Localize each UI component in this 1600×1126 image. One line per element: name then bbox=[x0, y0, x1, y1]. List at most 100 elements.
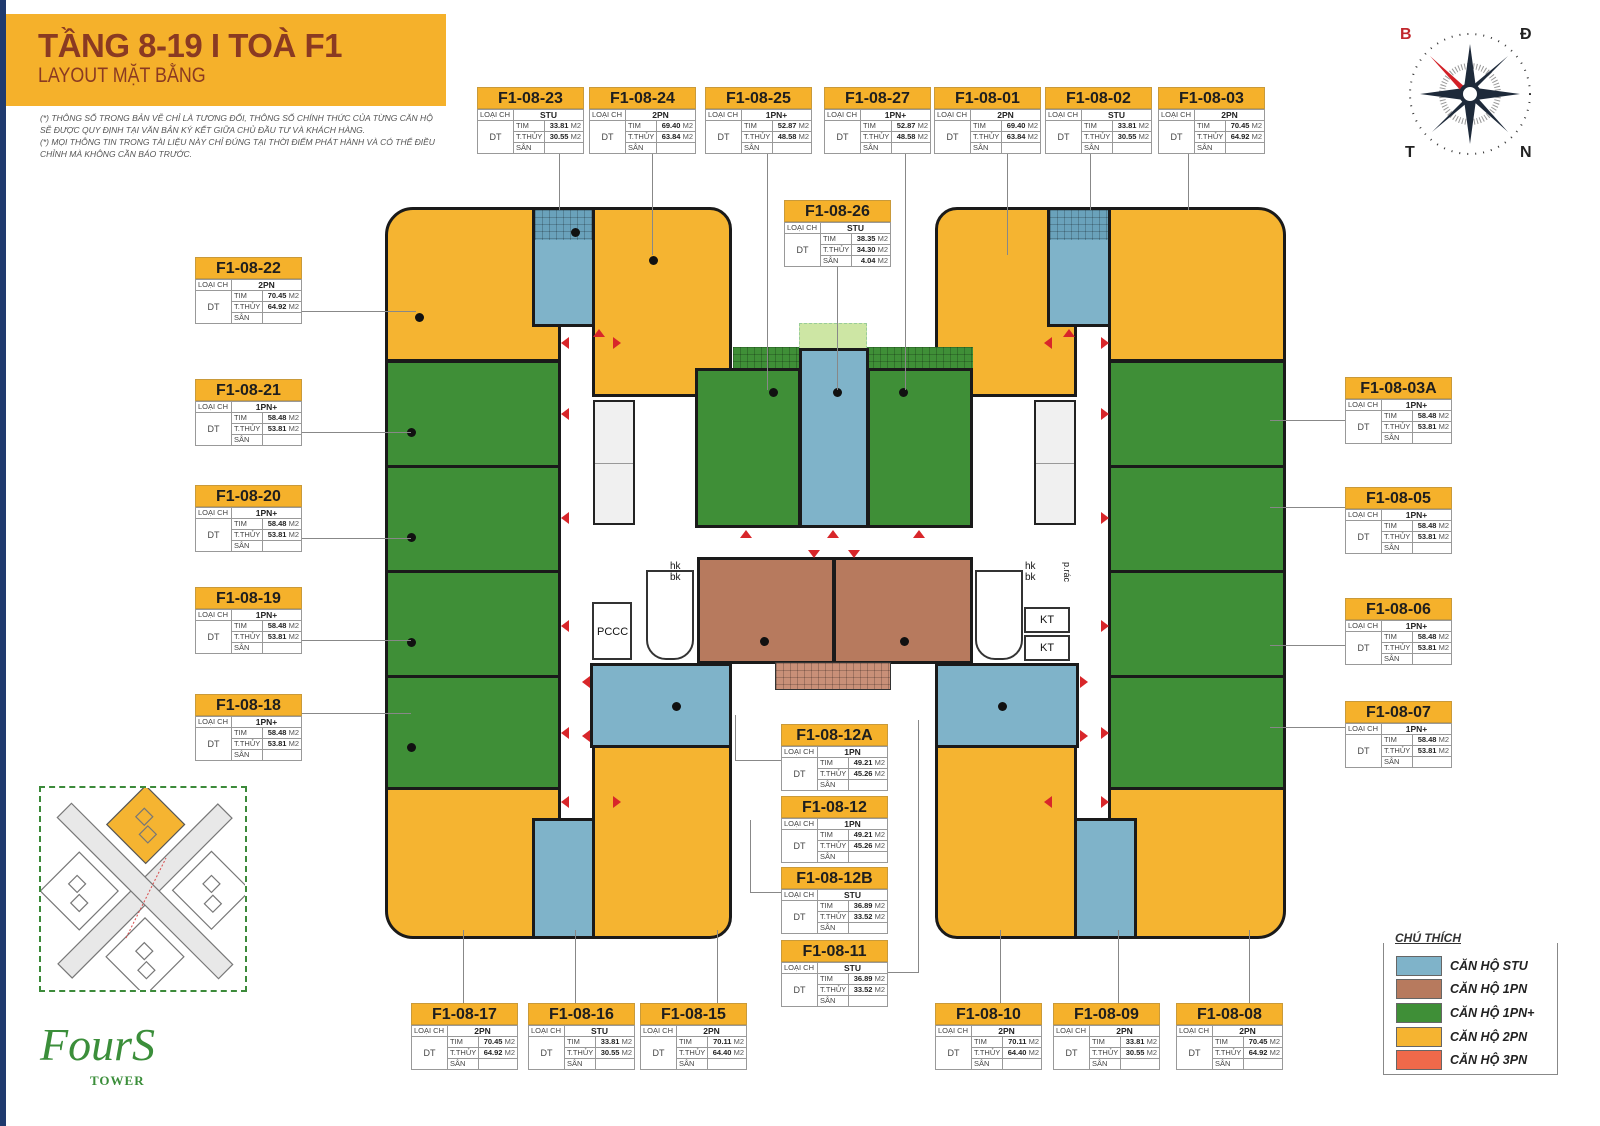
unit-F1-08-05-shape[interactable] bbox=[1108, 465, 1286, 573]
tim-value: 33.81 bbox=[1125, 1037, 1145, 1046]
unit-m2: M2 bbox=[874, 769, 885, 778]
san-label: SÂN bbox=[230, 434, 264, 446]
unit-F1-08-12B-shape[interactable] bbox=[935, 663, 1079, 748]
unit-F1-08-27-shape[interactable] bbox=[867, 368, 973, 528]
unit-m2: M2 bbox=[1146, 1048, 1157, 1057]
unit-type: 2PN bbox=[447, 1025, 518, 1037]
tim-value: 70.45 bbox=[267, 291, 287, 300]
unit-F1-08-21-shape[interactable] bbox=[385, 360, 561, 468]
unit-F1-08-19-shape[interactable] bbox=[385, 570, 561, 678]
area-label: DT bbox=[935, 1036, 972, 1070]
unit-code: F1-08-20 bbox=[195, 485, 302, 507]
tim-label: TIM bbox=[512, 120, 546, 132]
unit-F1-08-03-shape[interactable] bbox=[1108, 207, 1286, 362]
thuy-label: T.THỦY bbox=[816, 911, 850, 923]
entry-arrow-icon bbox=[561, 796, 569, 808]
type-label: LOẠI CH bbox=[589, 109, 626, 121]
unit-type: 1PN+ bbox=[1381, 509, 1452, 521]
thuy-label: T.THỦY bbox=[819, 244, 853, 256]
tim-value: 49.21 bbox=[853, 758, 873, 767]
unit-type: 2PN bbox=[971, 1025, 1042, 1037]
unit-F1-08-12A-shape[interactable] bbox=[697, 557, 835, 664]
thuy-label: T.THỦY bbox=[675, 1047, 709, 1059]
compass-icon bbox=[1409, 33, 1531, 155]
hkbk-label-right: hk bk bbox=[1025, 561, 1036, 583]
tim-label: TIM bbox=[816, 829, 850, 841]
marker-dot bbox=[899, 388, 908, 397]
tim-label: TIM bbox=[230, 620, 264, 632]
unit-F1-08-06-shape[interactable] bbox=[1108, 570, 1286, 678]
unit-F1-08-18-shape[interactable] bbox=[385, 675, 561, 790]
unit-F1-08-10-shape[interactable] bbox=[935, 745, 1077, 939]
thuy-label: T.THỦY bbox=[1088, 1047, 1122, 1059]
thuy-value: 34.30 bbox=[856, 245, 876, 254]
leader-line bbox=[1118, 930, 1119, 1004]
unit-F1-08-24-shape[interactable] bbox=[592, 207, 732, 397]
san-value bbox=[1001, 142, 1041, 154]
unit-m2: M2 bbox=[621, 1037, 632, 1046]
legend-label: CĂN HỘ STU bbox=[1450, 959, 1528, 973]
type-label: LOẠI CH bbox=[195, 716, 232, 728]
unit-m2: M2 bbox=[1269, 1048, 1280, 1057]
unit-F1-08-26-shape[interactable] bbox=[799, 348, 869, 528]
unit-m2: M2 bbox=[874, 830, 885, 839]
san-value bbox=[262, 434, 302, 446]
unit-F1-08-17-shape[interactable] bbox=[385, 787, 561, 939]
unit-F1-08-20-shape[interactable] bbox=[385, 465, 561, 573]
unit-F1-08-03A-shape[interactable] bbox=[1108, 360, 1286, 468]
thuy-value: 48.58 bbox=[777, 132, 797, 141]
legend-label: CĂN HỘ 1PN bbox=[1450, 982, 1528, 996]
leader-line bbox=[905, 150, 906, 390]
thuy-label: T.THỦY bbox=[816, 768, 850, 780]
legend-title: CHÚ THÍCH bbox=[1393, 931, 1463, 945]
leader-line bbox=[887, 972, 919, 973]
thuy-label: T.THỦY bbox=[624, 131, 658, 143]
unit-m2: M2 bbox=[1438, 643, 1449, 652]
tim-label: TIM bbox=[1193, 120, 1227, 132]
area-label: DT bbox=[411, 1036, 448, 1070]
unit-F1-08-25-shape[interactable] bbox=[695, 368, 801, 528]
thuy-label: T.THỦY bbox=[1380, 642, 1414, 654]
san-value bbox=[848, 779, 888, 791]
unit-F1-08-15-shape[interactable] bbox=[592, 745, 732, 939]
entry-arrow-icon bbox=[1063, 329, 1075, 337]
thuy-label: T.THỦY bbox=[230, 631, 264, 643]
legend-item-2pn: CĂN HỘ 2PN bbox=[1396, 1026, 1527, 1048]
thuy-value: 64.40 bbox=[1007, 1048, 1027, 1057]
unit-m2: M2 bbox=[917, 132, 928, 141]
unit-F1-08-07-shape[interactable] bbox=[1108, 675, 1286, 790]
leader-line bbox=[301, 640, 411, 641]
legend-swatch bbox=[1396, 1003, 1442, 1023]
unit-F1-08-12-shape[interactable] bbox=[833, 557, 973, 664]
san-value bbox=[544, 142, 584, 154]
unit-F1-08-11-shape[interactable] bbox=[590, 663, 732, 748]
